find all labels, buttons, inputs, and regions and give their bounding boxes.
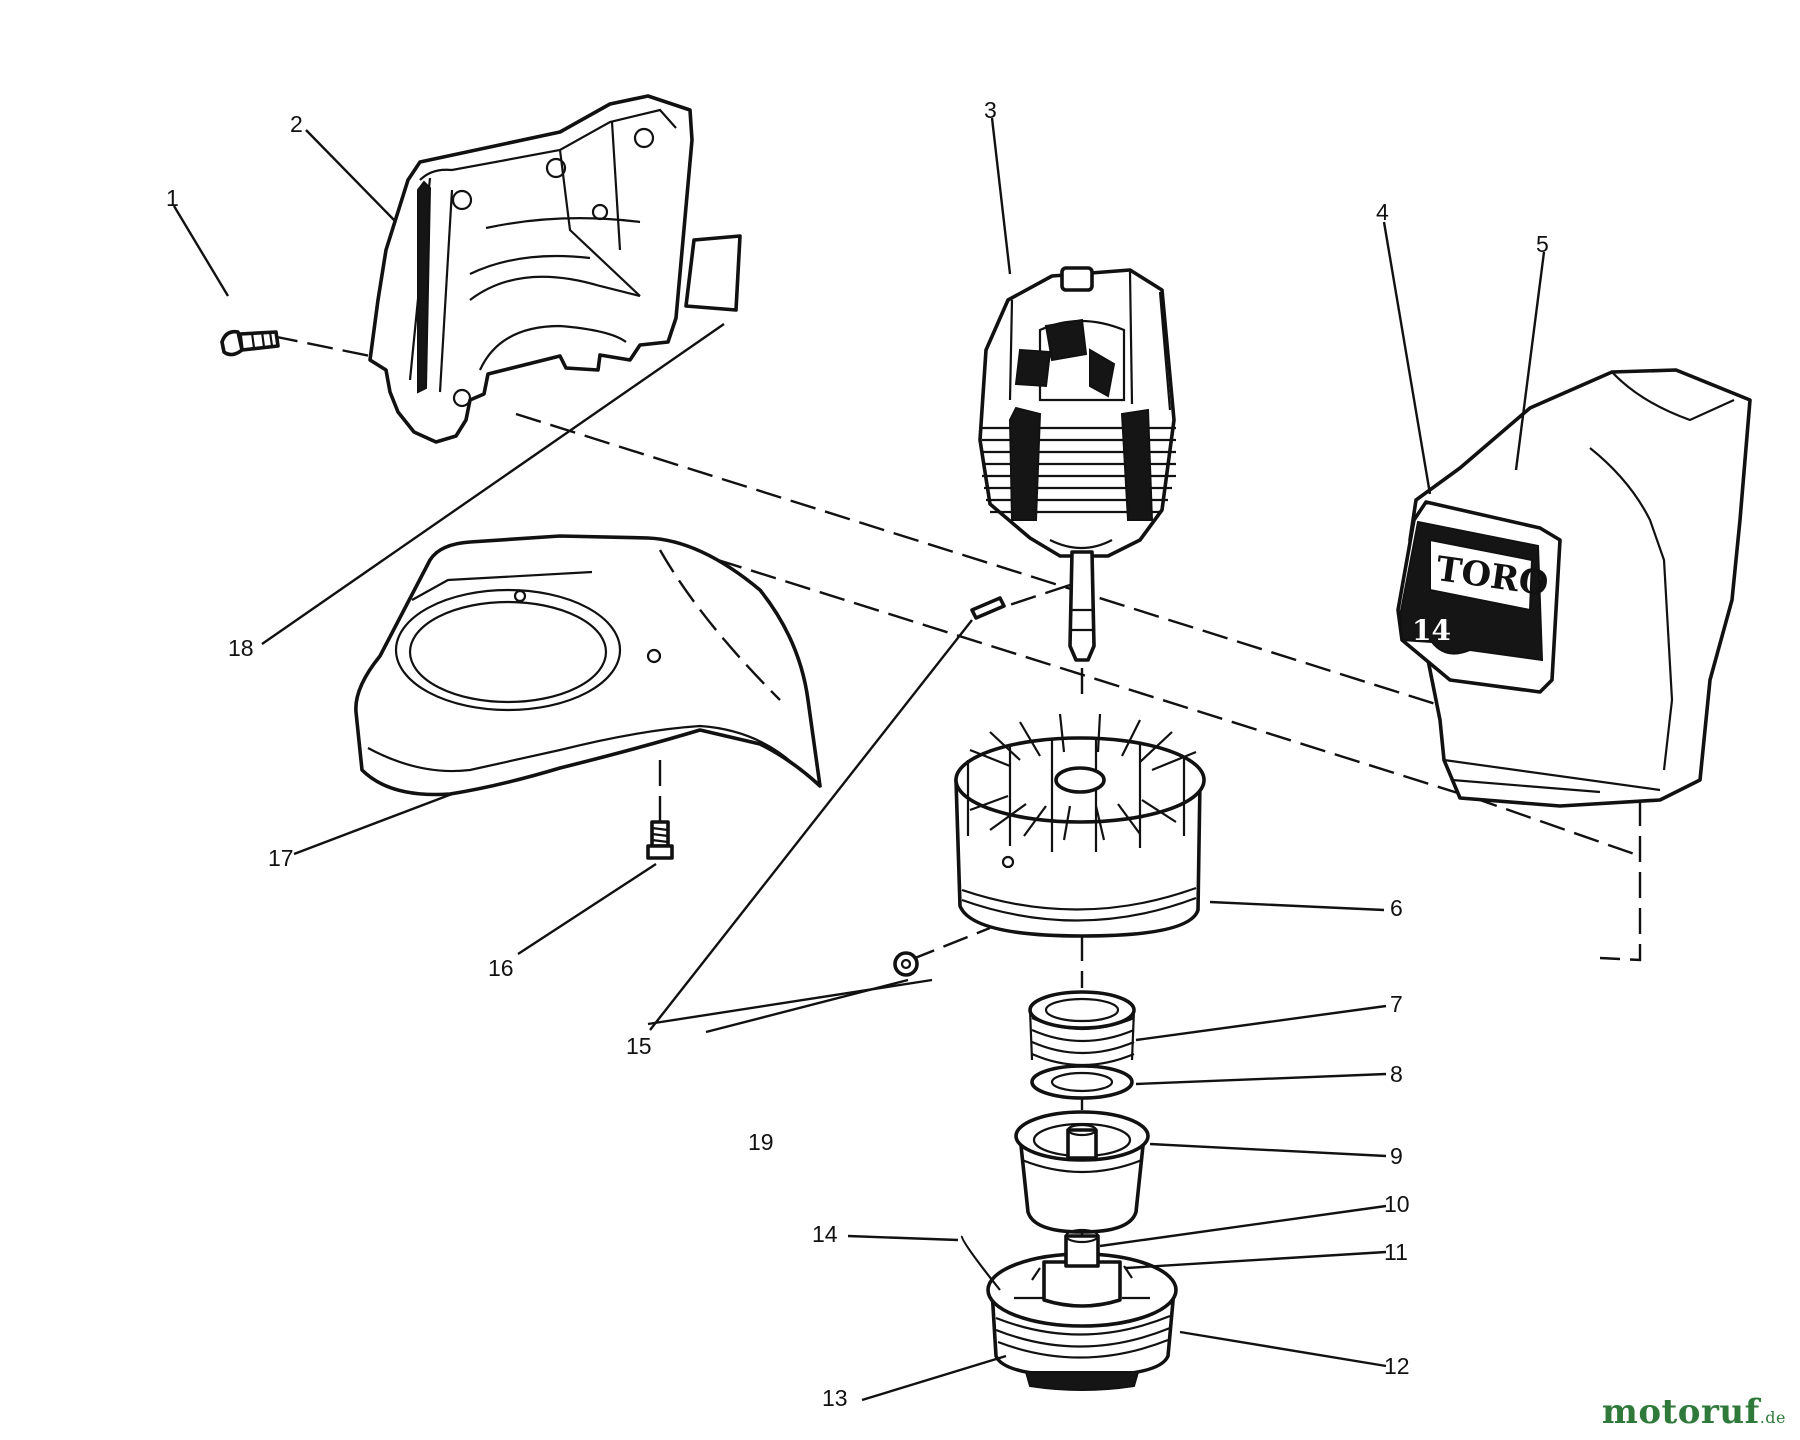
- pin-15: [970, 596, 1006, 620]
- callout-7: 7: [1390, 991, 1403, 1017]
- callout-1: 1: [166, 185, 179, 211]
- callout-3: 3: [984, 97, 997, 123]
- washer: [1030, 1064, 1134, 1100]
- callout-6: 6: [1390, 895, 1403, 921]
- callout-18: 18: [228, 635, 254, 661]
- spring: [1028, 990, 1136, 1067]
- watermark-tld: .de: [1759, 1408, 1786, 1427]
- callout-12: 12: [1384, 1353, 1410, 1379]
- callout-labels: 1 2 3 4 5 6 7 8 9 10 11 12 13 14 15 16 1…: [166, 97, 1549, 1411]
- guard: [354, 534, 822, 797]
- motor-cover: TORO 14: [1396, 368, 1752, 808]
- spool-cup: [1014, 1110, 1150, 1234]
- callout-8: 8: [1390, 1061, 1403, 1087]
- callout-14: 14: [812, 1221, 838, 1247]
- spool: [960, 1228, 1178, 1391]
- motor: [978, 266, 1176, 662]
- screw-16: [646, 820, 674, 860]
- callout-11: 11: [1384, 1239, 1408, 1265]
- decal-plate: [684, 234, 742, 312]
- callout-9: 9: [1390, 1143, 1403, 1169]
- callout-4: 4: [1376, 199, 1389, 225]
- callout-19: 19: [748, 1129, 774, 1155]
- callout-5: 5: [1536, 231, 1549, 257]
- callout-16: 16: [488, 955, 514, 981]
- callout-13: 13: [822, 1385, 848, 1411]
- screw-1: [220, 329, 280, 357]
- fan-hub: [954, 713, 1206, 938]
- leader-lines: [172, 117, 1546, 1402]
- callout-10: 10: [1384, 1191, 1410, 1217]
- watermark-name: motoruf: [1601, 1392, 1760, 1432]
- decal-model-text: 14: [1412, 614, 1451, 647]
- nut-19: [893, 951, 919, 977]
- callout-15: 15: [626, 1033, 652, 1059]
- callout-2: 2: [290, 111, 303, 137]
- watermark-logo: motoruf.de: [1602, 1392, 1786, 1432]
- housing-left-half: [368, 94, 694, 444]
- callout-17: 17: [268, 845, 294, 871]
